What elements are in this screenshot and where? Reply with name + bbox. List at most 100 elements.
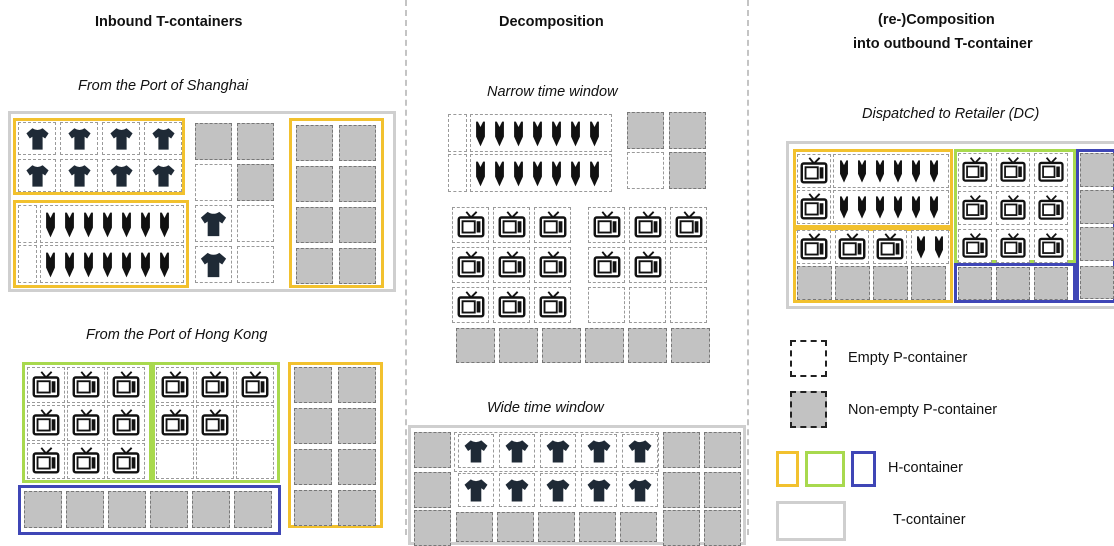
p-container-nonempty bbox=[538, 512, 575, 542]
p-container bbox=[540, 434, 576, 468]
swimsuit-icon bbox=[890, 194, 906, 221]
p-container-nonempty bbox=[996, 267, 1030, 300]
tv-icon bbox=[455, 209, 487, 241]
p-container-nonempty bbox=[192, 491, 230, 528]
p-container-nonempty bbox=[620, 512, 657, 542]
p-container-nonempty bbox=[339, 207, 376, 243]
tshirt-icon bbox=[23, 124, 52, 153]
tshirt-icon bbox=[23, 161, 52, 190]
p-container bbox=[588, 287, 625, 323]
p-container-nonempty bbox=[294, 367, 332, 403]
tv-icon bbox=[591, 209, 623, 241]
swimsuit-icon bbox=[854, 158, 870, 185]
p-container-nonempty bbox=[704, 472, 741, 508]
tshirt-icon bbox=[107, 161, 136, 190]
recomposition-header-line2: into outbound T-container bbox=[853, 36, 1033, 52]
h-container-yellow-hk bbox=[288, 362, 383, 528]
wide-window-subtitle: Wide time window bbox=[487, 400, 604, 416]
p-container-nonempty bbox=[66, 491, 104, 528]
legend-t-label: T-container bbox=[893, 512, 966, 528]
swimsuit-icon bbox=[548, 119, 565, 149]
p-container bbox=[196, 443, 234, 479]
swimsuit-icon bbox=[926, 158, 942, 185]
tv-icon bbox=[496, 289, 528, 321]
swimsuit-icon bbox=[836, 158, 852, 185]
p-container-nonempty bbox=[663, 510, 700, 546]
tv-icon bbox=[960, 231, 990, 261]
p-container-nonempty bbox=[24, 491, 62, 528]
swimsuit-icon bbox=[567, 159, 584, 189]
tv-icon bbox=[537, 249, 569, 281]
legend-h-label: H-container bbox=[888, 460, 963, 476]
h-container-swimwear bbox=[13, 200, 189, 288]
t-container-outbound bbox=[786, 141, 1114, 309]
tv-icon bbox=[998, 231, 1028, 261]
swimsuit-icon bbox=[529, 159, 546, 189]
tshirt-icon bbox=[625, 436, 655, 466]
swimsuit-icon bbox=[156, 250, 173, 280]
tv-icon bbox=[30, 407, 62, 439]
p-container-empty bbox=[18, 245, 37, 283]
column-divider-left bbox=[405, 0, 407, 535]
p-container-nonempty bbox=[704, 510, 741, 546]
p-container-nonempty bbox=[1080, 153, 1114, 187]
t-container-shanghai bbox=[8, 111, 396, 292]
p-container-nonempty bbox=[296, 248, 333, 284]
swimsuit-icon bbox=[491, 119, 508, 149]
swimsuit-icon bbox=[118, 250, 135, 280]
p-container bbox=[833, 190, 949, 224]
p-container bbox=[156, 443, 194, 479]
tshirt-icon bbox=[584, 436, 614, 466]
h-container-blue-out bbox=[954, 263, 1076, 303]
tv-icon bbox=[874, 231, 906, 263]
tv-icon bbox=[632, 249, 664, 281]
tv-icon bbox=[960, 155, 990, 185]
swimsuit-icon bbox=[156, 210, 173, 240]
p-container-nonempty bbox=[414, 472, 451, 508]
tv-icon bbox=[673, 209, 705, 241]
tv-icon bbox=[591, 249, 623, 281]
tv-icon bbox=[496, 249, 528, 281]
p-container-empty bbox=[448, 154, 467, 192]
tv-icon bbox=[798, 231, 830, 263]
swimsuit-icon bbox=[99, 210, 116, 240]
p-container-nonempty bbox=[294, 449, 332, 485]
tv-icon bbox=[110, 369, 142, 401]
swimsuit-icon bbox=[472, 159, 489, 189]
p-container bbox=[833, 154, 949, 188]
tv-icon bbox=[70, 407, 102, 439]
p-container-nonempty bbox=[1080, 227, 1114, 261]
tv-icon bbox=[798, 155, 830, 187]
p-container-nonempty bbox=[414, 432, 451, 468]
swimsuit-icon bbox=[836, 194, 852, 221]
swimsuit-icon bbox=[926, 194, 942, 221]
shanghai-subtitle: From the Port of Shanghai bbox=[78, 78, 249, 94]
p-container-nonempty bbox=[1034, 267, 1068, 300]
p-container-empty bbox=[237, 205, 274, 242]
p-container-nonempty bbox=[797, 266, 832, 300]
legend-empty-swatch bbox=[790, 340, 827, 377]
p-container-nonempty bbox=[338, 449, 376, 485]
p-container-empty bbox=[627, 152, 664, 189]
p-container-nonempty bbox=[663, 472, 700, 508]
p-container-nonempty bbox=[195, 123, 232, 160]
legend-h-green bbox=[805, 451, 845, 487]
recomposition-header-line1: (re-)Composition bbox=[878, 12, 995, 28]
p-container bbox=[670, 247, 707, 283]
swimsuit-icon bbox=[890, 158, 906, 185]
p-container-empty bbox=[448, 114, 467, 152]
h-container-blue bbox=[18, 485, 281, 535]
p-container-nonempty bbox=[663, 432, 700, 468]
swimsuit-icon bbox=[118, 210, 135, 240]
swimsuit-icon bbox=[872, 158, 888, 185]
tv-icon bbox=[998, 155, 1028, 185]
tv-icon bbox=[632, 209, 664, 241]
swimsuit-icon bbox=[913, 234, 929, 261]
h-container-yellow-full bbox=[289, 118, 384, 288]
narrow-window-subtitle: Narrow time window bbox=[487, 84, 618, 100]
p-container bbox=[236, 405, 274, 441]
p-container-nonempty bbox=[339, 125, 376, 161]
tv-icon bbox=[159, 407, 191, 439]
p-container-nonempty bbox=[237, 123, 274, 160]
tv-icon bbox=[537, 209, 569, 241]
